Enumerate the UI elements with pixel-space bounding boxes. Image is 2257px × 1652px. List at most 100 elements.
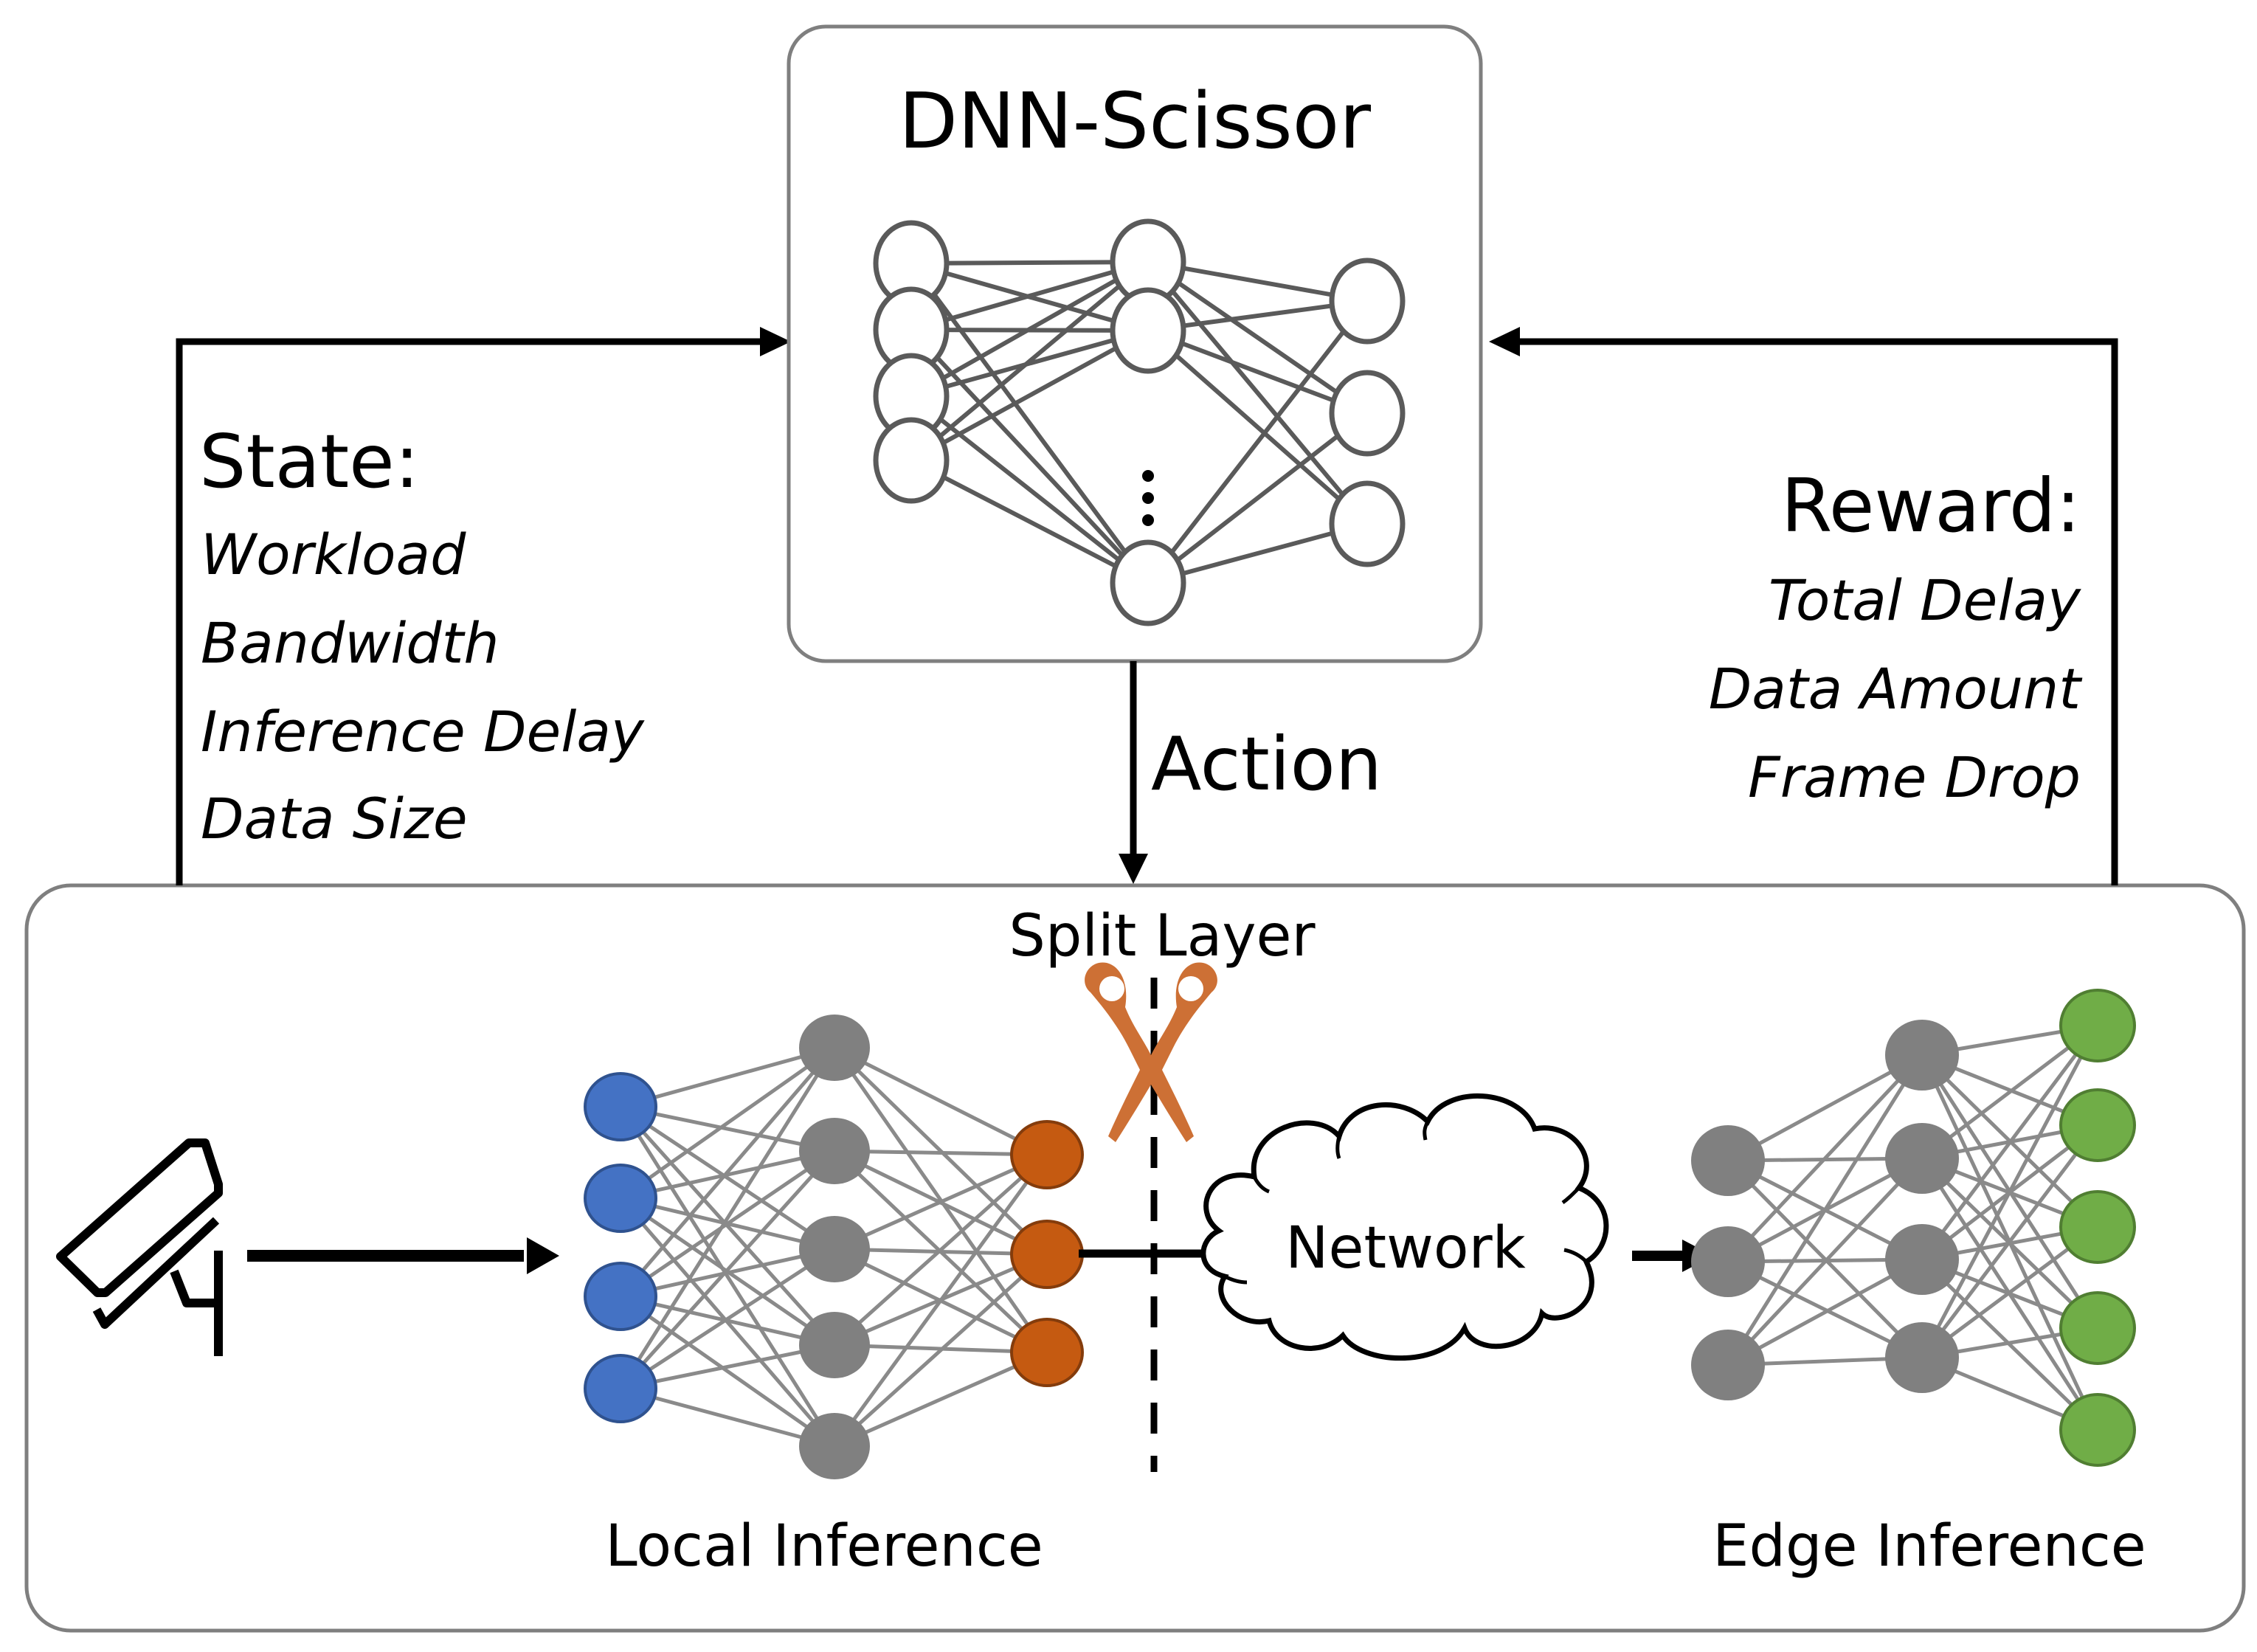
edge-connection	[1727, 1157, 1924, 1366]
agent-neural-network	[873, 218, 1406, 626]
local-connection	[833, 1153, 1048, 1347]
reward-heading: Reward:	[1781, 463, 2081, 549]
local-connection	[619, 1150, 836, 1390]
network-label: Network	[1285, 1215, 1526, 1282]
reward-item-data-amount: Data Amount	[1709, 656, 2083, 722]
ellipsis-dot	[1142, 514, 1154, 526]
local-connection	[832, 1153, 1049, 1448]
edge-hidden-node	[1691, 1226, 1765, 1297]
edge-inference-network	[1691, 989, 2136, 1467]
local-connection	[620, 1386, 835, 1448]
action-arrowhead	[1119, 854, 1148, 884]
edge-connection	[1726, 1054, 1924, 1366]
agent-connection	[1147, 411, 1369, 585]
local-inference-network	[584, 1015, 1084, 1479]
ellipsis-dot	[1142, 492, 1154, 504]
input-arrow	[247, 1237, 559, 1274]
edge-hidden-node	[1691, 1330, 1765, 1400]
local-split-node	[1010, 1220, 1084, 1289]
agent-output-node	[1329, 258, 1406, 345]
edge-connection	[1727, 1257, 1924, 1367]
local-hidden-node	[799, 1413, 870, 1479]
surveillance-camera-icon	[56, 1138, 223, 1356]
agent-connection	[910, 328, 1150, 463]
local-hidden-node	[799, 1015, 870, 1081]
local-connection	[619, 1149, 836, 1299]
agent-hidden-node	[1110, 287, 1186, 374]
local-connection	[619, 1105, 836, 1251]
agent-connection	[910, 260, 1149, 332]
local-connection	[833, 1152, 1048, 1251]
agent-connection	[1147, 260, 1369, 415]
state-item-bandwidth: Bandwidth	[201, 610, 500, 676]
edge-connection	[1921, 1024, 2099, 1261]
local-input-node	[584, 1354, 657, 1423]
agent-connection	[1146, 260, 1369, 525]
edge-output-node	[2059, 1190, 2136, 1264]
local-input-node	[584, 1072, 657, 1141]
agent-output-node	[1329, 480, 1406, 567]
input-arrowhead	[527, 1237, 559, 1274]
local-split-node	[1010, 1120, 1084, 1189]
local-connection	[833, 1046, 1048, 1157]
agent-connection	[910, 260, 1149, 266]
state-arrowhead	[760, 327, 791, 356]
edge-connection	[1727, 1053, 1924, 1163]
state-item-data-size: Data Size	[201, 786, 468, 851]
reward-item-total-delay: Total Delay	[1769, 567, 2081, 633]
local-connection	[618, 1105, 837, 1448]
agent-connection	[1147, 328, 1369, 526]
action-label: Action	[1151, 721, 1382, 807]
state-feedback-arrow	[176, 327, 791, 885]
ellipsis-dot	[1142, 470, 1154, 482]
local-connection	[619, 1046, 836, 1298]
reward-feedback-arrow	[1489, 327, 2118, 885]
environment-box	[24, 883, 2246, 1633]
edge-connection	[1727, 1054, 1924, 1263]
agent-connection	[910, 260, 1150, 463]
edge-hidden-node	[1691, 1125, 1765, 1196]
agent-input-node	[873, 417, 950, 504]
local-hidden-node	[799, 1216, 870, 1282]
reward-arrowhead	[1489, 327, 1520, 356]
action-arrow	[1119, 661, 1148, 884]
local-connection	[620, 1046, 835, 1109]
agent-title: DNN-Scissor	[899, 76, 1371, 166]
edge-output-node	[2059, 1088, 2136, 1162]
local-hidden-node	[799, 1312, 870, 1378]
edge-inference-label: Edge Inference	[1712, 1513, 2146, 1580]
local-hidden-node	[799, 1118, 870, 1184]
local-connection	[833, 1253, 1048, 1448]
edge-output-node	[2059, 989, 2136, 1062]
agent-connection	[1146, 300, 1369, 584]
agent-connection	[910, 260, 1150, 398]
split-layer-label: Split Layer	[1009, 903, 1316, 970]
edge-hidden-node	[1885, 1322, 1959, 1393]
local-split-node	[1010, 1318, 1084, 1387]
local-input-node	[584, 1262, 657, 1331]
agent-hidden-node	[1110, 539, 1186, 626]
local-connection	[619, 1247, 836, 1391]
edge-output-node	[2059, 1291, 2136, 1365]
agent-connection	[1147, 328, 1369, 415]
state-item-inference-delay: Inference Delay	[201, 699, 645, 764]
agent-connection	[910, 458, 1150, 585]
agent-output-node	[1329, 370, 1406, 457]
local-input-node	[584, 1164, 657, 1233]
cloud-icon	[1200, 1093, 1609, 1361]
state-heading: State:	[199, 418, 419, 505]
scissors-icon	[1085, 962, 1217, 1142]
local-inference-label: Local Inference	[605, 1513, 1043, 1580]
edge-hidden-node	[1885, 1224, 1959, 1295]
edge-output-node	[2059, 1393, 2136, 1467]
local-connection	[619, 1294, 836, 1448]
reward-item-frame-drop: Frame Drop	[1748, 744, 2081, 810]
state-item-workload: Workload	[201, 522, 466, 587]
edge-connection	[1920, 1024, 2100, 1359]
local-connection	[618, 1046, 837, 1390]
edge-hidden-node	[1885, 1123, 1959, 1194]
edge-hidden-node	[1885, 1020, 1959, 1091]
local-connection	[619, 1046, 836, 1200]
